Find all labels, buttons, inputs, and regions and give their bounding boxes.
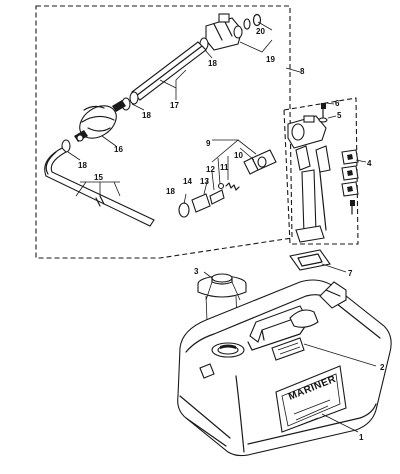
pickup-group-border bbox=[283, 97, 359, 245]
callout-15: 15 bbox=[94, 173, 103, 182]
callout-19: 19 bbox=[266, 55, 275, 64]
callout-18: 18 bbox=[78, 161, 87, 170]
gasket-set bbox=[341, 149, 359, 215]
callout-16: 16 bbox=[114, 145, 123, 154]
hose-clamp-mid bbox=[129, 91, 139, 105]
callouts: 20 19 18 8 17 18 16 18 15 18 14 13 12 11… bbox=[78, 27, 385, 442]
callout-13: 13 bbox=[200, 177, 209, 186]
callout-12: 12 bbox=[206, 165, 215, 174]
fuel-tank bbox=[177, 279, 392, 457]
fitting-nut bbox=[191, 193, 211, 213]
callout-1: 1 bbox=[359, 433, 364, 442]
callout-11: 11 bbox=[220, 163, 229, 172]
connector-fitting bbox=[243, 149, 277, 175]
check-ball bbox=[217, 182, 225, 190]
callout-14: 14 bbox=[183, 177, 192, 186]
spring bbox=[225, 182, 240, 191]
fuel-hose-lower bbox=[44, 147, 155, 227]
pickup-tube-head bbox=[287, 115, 327, 149]
fitting-body bbox=[209, 189, 225, 205]
callout-7: 7 bbox=[348, 269, 353, 278]
callout-2: 2 bbox=[380, 363, 385, 372]
pickup-tube bbox=[295, 145, 327, 243]
washer bbox=[318, 117, 328, 123]
mounting-gasket bbox=[289, 249, 331, 271]
tank-connector bbox=[205, 13, 251, 51]
callout-9: 9 bbox=[206, 139, 211, 148]
o-ring bbox=[252, 13, 262, 27]
callout-8: 8 bbox=[300, 67, 305, 76]
callout-10: 10 bbox=[234, 151, 243, 160]
screw bbox=[321, 103, 326, 119]
callout-18: 18 bbox=[166, 187, 175, 196]
gauge-float bbox=[315, 145, 331, 173]
fuel-hose-upper bbox=[131, 41, 207, 101]
hose-clamp-lower bbox=[178, 202, 190, 218]
leader-lines bbox=[67, 21, 377, 433]
callout-6: 6 bbox=[335, 99, 340, 108]
callout-17: 17 bbox=[170, 101, 179, 110]
filler-cap bbox=[197, 273, 247, 347]
callout-5: 5 bbox=[337, 111, 342, 120]
callout-4: 4 bbox=[367, 159, 372, 168]
callout-18: 18 bbox=[142, 111, 151, 120]
callout-20: 20 bbox=[256, 27, 265, 36]
callout-3: 3 bbox=[194, 267, 199, 276]
fuel-line-group-border bbox=[35, 5, 293, 259]
callout-18: 18 bbox=[208, 59, 217, 68]
primer-bulb bbox=[74, 100, 126, 142]
